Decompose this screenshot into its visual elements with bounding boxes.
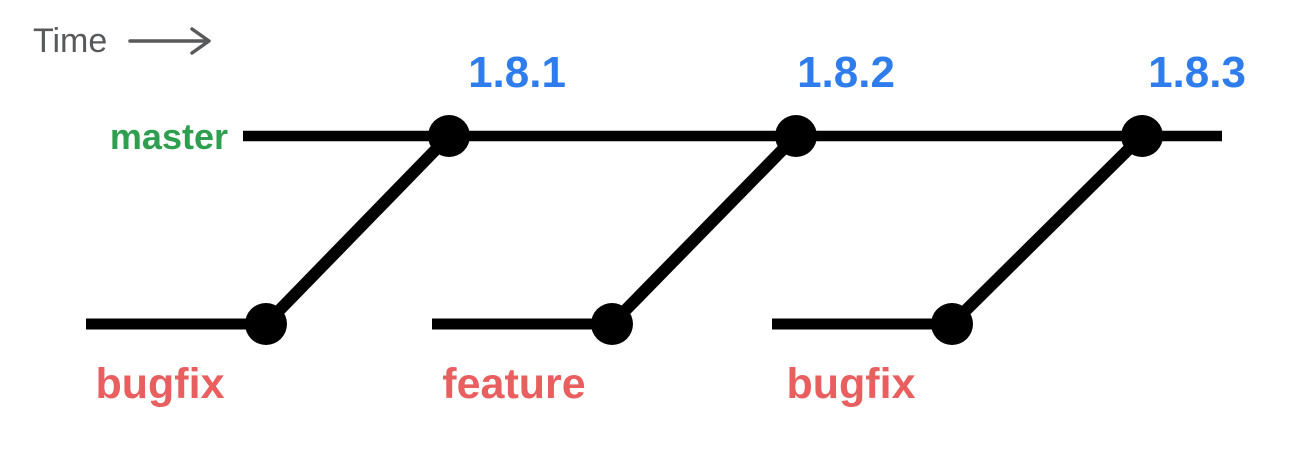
master-branch-label: master xyxy=(110,116,228,157)
time-axis-label: Time xyxy=(33,22,107,60)
branch-name-label-2: feature xyxy=(442,360,585,408)
release-commit-dot-1 xyxy=(428,115,470,157)
merge-diagonal-3 xyxy=(947,131,1147,329)
merge-diagonal-2 xyxy=(607,131,801,329)
merge-diagonal-1 xyxy=(261,131,454,329)
release-version-label-3: 1.8.3 xyxy=(1148,48,1246,97)
time-arrow-head-icon xyxy=(190,27,211,55)
release-commit-dot-3 xyxy=(1121,115,1163,157)
release-version-label-2: 1.8.2 xyxy=(797,48,895,97)
branch-commit-dot-2 xyxy=(591,303,633,345)
branch-commit-dot-1 xyxy=(245,303,287,345)
branch-name-label-3: bugfix xyxy=(787,360,916,408)
branch-name-label-1: bugfix xyxy=(96,360,225,408)
branch-commit-dot-3 xyxy=(931,303,973,345)
release-commit-dot-2 xyxy=(775,115,817,157)
release-version-label-1: 1.8.1 xyxy=(468,48,566,97)
